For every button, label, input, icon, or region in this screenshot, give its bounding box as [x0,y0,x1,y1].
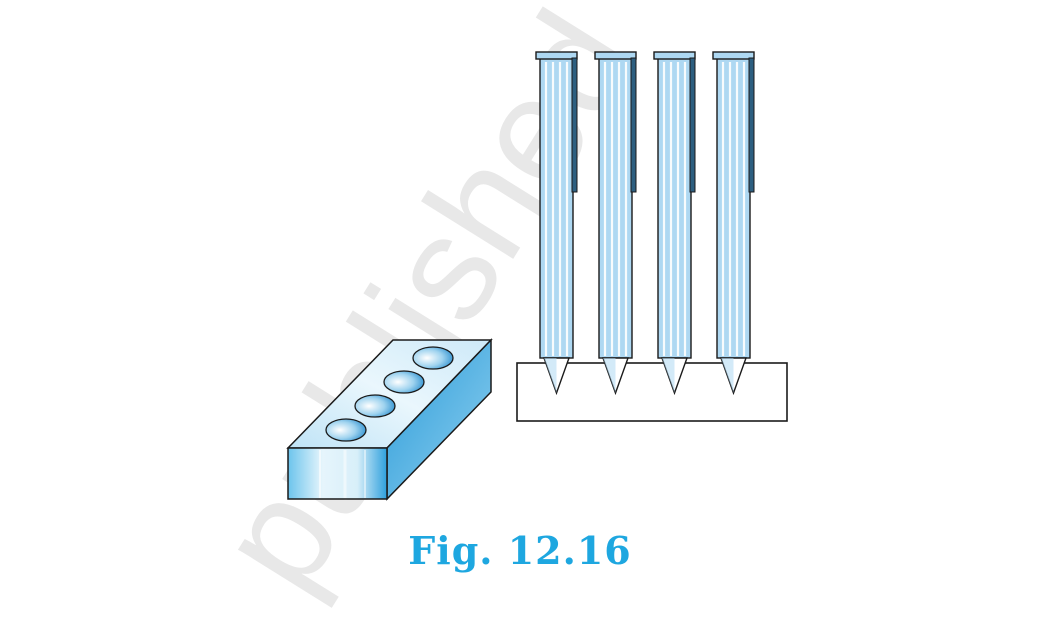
nail [712,51,755,396]
nail-head [535,51,578,60]
block-front-face [287,447,388,500]
block-hole [354,394,396,418]
nail-tip-shade [603,358,616,393]
holed-block [286,338,493,501]
nail-head [653,51,696,60]
nail-head [594,51,637,60]
nail [535,51,578,396]
nail-rim [748,57,755,193]
nail-tip-shade [544,358,557,393]
nail [653,51,696,396]
nail-rim [571,57,578,193]
watermark-text: published [185,0,668,617]
block-hole [383,370,425,394]
nail-rim [689,57,696,193]
nail [594,51,637,396]
block-hole [325,418,367,442]
nail-rim [630,57,637,193]
nail-tip-shade [721,358,734,393]
block-hole [412,346,454,370]
block-holes [325,346,454,442]
figure-caption: Fig. 12.16 [408,528,632,573]
nails-group [535,51,755,396]
nail-tip-shade [662,358,675,393]
nail-head [712,51,755,60]
